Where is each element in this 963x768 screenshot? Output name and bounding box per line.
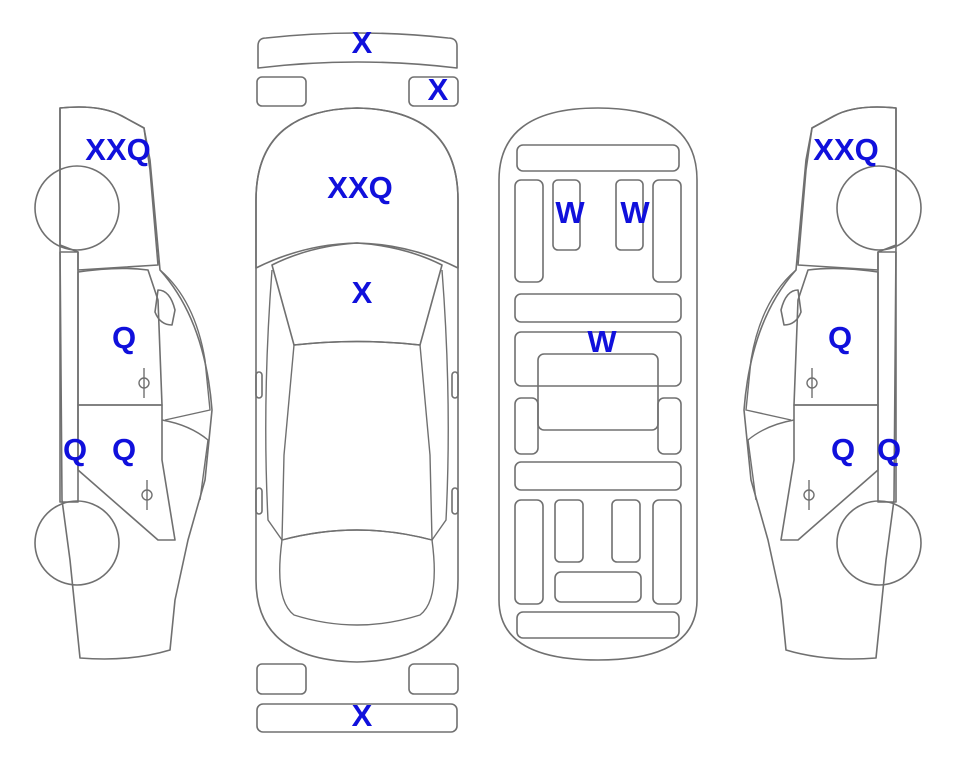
right-sill-marker: Q <box>877 432 901 467</box>
right-window-marker: XXQ <box>813 132 878 167</box>
top-front-light-right <box>408 663 459 695</box>
left-rear-door-marker: Q <box>112 432 136 467</box>
interior-seat-front-left <box>552 179 581 251</box>
right-side-body-outline <box>743 106 897 660</box>
left-side-pillar <box>154 289 176 326</box>
top-hood-line <box>279 529 435 626</box>
left-side-body-curve <box>159 269 211 421</box>
right-side-handle-rear <box>803 480 815 510</box>
interior-bar-2 <box>514 397 539 455</box>
right-side-body-curve <box>745 269 797 421</box>
left-side-sill <box>59 251 79 503</box>
top-mirror-left-rear <box>255 371 263 399</box>
interior-seat-rear <box>514 331 682 387</box>
interior-bar-4 <box>514 461 682 491</box>
right-side-pillar <box>780 289 802 326</box>
top-rear-light-left <box>256 76 307 107</box>
front-bumper-marker: X <box>352 698 373 733</box>
rear-bumper-marker: X <box>352 25 373 60</box>
interior-console <box>537 353 659 431</box>
interior-view: W W W <box>498 107 698 661</box>
interior-bar-3 <box>657 397 682 455</box>
seat-front-right-marker: W <box>620 195 650 230</box>
left-side-view: XXQ Q Q Q <box>34 106 213 660</box>
right-side-rear-door <box>780 404 879 541</box>
left-side-wheel-front <box>34 165 120 251</box>
left-side-wheel-rear <box>34 500 120 586</box>
trunk-marker: X <box>352 275 373 310</box>
left-front-door-marker: Q <box>112 320 136 355</box>
left-side-handle-front <box>138 368 150 398</box>
interior-side-panel-left-1 <box>514 179 544 283</box>
interior-dash-bar <box>554 571 642 603</box>
right-side-handle-front <box>806 368 818 398</box>
top-roof <box>281 340 433 541</box>
left-side-body-outline <box>59 106 213 660</box>
interior-side-panel-right-1 <box>652 179 682 283</box>
right-side-view <box>743 106 922 660</box>
top-front-bumper <box>256 703 458 733</box>
top-front-light-left <box>256 663 307 695</box>
left-side-rear-door <box>77 404 176 541</box>
top-rear-light-right <box>408 76 459 107</box>
interior-front-seat-base-left <box>554 499 584 563</box>
top-rear-bumper <box>257 32 458 69</box>
interior-side-panel-right-2 <box>652 499 682 605</box>
interior-front-shelf <box>516 611 680 639</box>
left-sill-marker: Q <box>63 432 87 467</box>
rear-window-marker: XXQ <box>327 170 392 205</box>
seat-rear-marker: W <box>587 324 617 359</box>
right-side-wheel-front <box>836 165 922 251</box>
right-side-front-door <box>793 267 879 406</box>
top-side-line-left <box>265 269 283 541</box>
top-mirror-right-front <box>451 487 459 515</box>
top-mirror-right-rear <box>451 371 459 399</box>
top-side-line-right <box>431 269 449 541</box>
right-side-body-curve-2 <box>747 419 795 501</box>
interior-front-seat-base-right <box>611 499 641 563</box>
right-side-window <box>797 106 897 271</box>
left-window-marker: XXQ <box>85 132 150 167</box>
top-mirror-left-front <box>255 487 263 515</box>
left-side-front-door <box>77 267 163 406</box>
right-front-door-marker: Q <box>828 320 852 355</box>
top-view: X X XXQ X X <box>255 25 459 733</box>
left-side-window <box>59 106 159 271</box>
left-side-body-curve-2 <box>161 419 209 501</box>
interior-bar-1 <box>514 293 682 323</box>
top-rear-window <box>255 107 459 269</box>
right-side-sill <box>877 251 897 503</box>
left-side-handle-rear <box>141 480 153 510</box>
right-side-wheel-rear <box>836 500 922 586</box>
interior-side-panel-left-2 <box>514 499 544 605</box>
interior-body-outline <box>498 107 698 661</box>
rear-light-right-marker: X <box>428 72 449 107</box>
interior-rear-shelf <box>516 144 680 172</box>
seat-front-left-marker: W <box>555 195 585 230</box>
interior-seat-front-right <box>615 179 644 251</box>
right-rear-door-marker: Q <box>831 432 855 467</box>
